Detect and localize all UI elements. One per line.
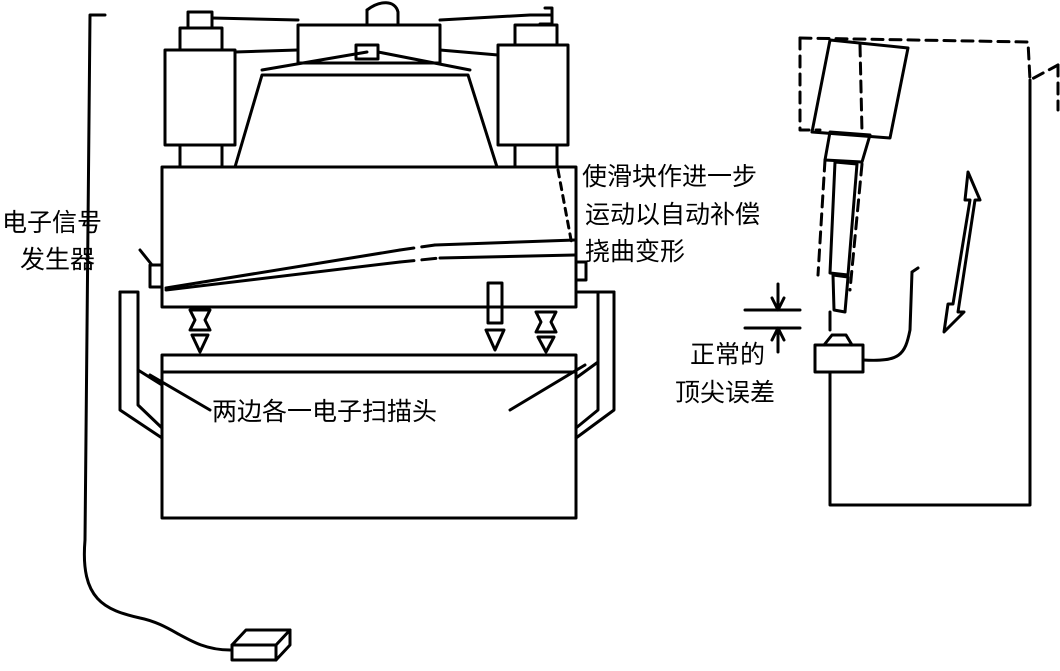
right-scanner-box [576,262,586,280]
scan-heads-leader-left [150,375,210,410]
upper-beam [162,167,576,307]
right-scan-line [576,362,598,378]
side-scanner-cable [863,268,918,360]
side-cylinder [812,40,908,138]
side-ram-tip [833,275,848,312]
beam-dashed-right [558,170,572,245]
left-cylinder [165,12,235,167]
double-arrow-icon [944,172,980,332]
pedal-cable [84,15,230,650]
side-die-groove [824,335,852,345]
left-scan-line [138,370,162,385]
left-tool [190,310,210,352]
label-compensation-line3: 挠曲变形 [585,237,686,266]
side-ram-rod [830,162,857,275]
press-brake-side-view [745,38,1058,505]
label-tip-error-line1: 正常的 [690,340,766,369]
signal-generator-leader [140,250,152,265]
hydraulic-lines [212,8,552,70]
side-die [815,345,863,372]
left-scanner-box [150,265,162,287]
label-scan-heads: 两边各一电子扫描头 [212,397,438,427]
label-signal-generator-line2: 发生器 [20,245,96,274]
label-signal-generator-line1: 电子信号 [2,208,103,237]
middle-tool [486,283,504,350]
lower-table [162,355,576,518]
scan-heads-leader-right [510,365,585,410]
side-dashed-outline [800,38,1058,290]
right-tool [536,312,556,352]
label-tip-error-line2: 顶尖误差 [675,378,776,407]
frame-top [235,75,497,167]
tool-holders [190,283,556,352]
side-frame [120,292,614,438]
label-compensation-line2: 运动以自动补偿 [585,200,761,229]
side-cylinder-base [825,132,870,162]
tip-error-indicator [745,284,800,352]
deflection-lines [166,240,575,290]
foot-pedal-icon [232,630,290,660]
label-compensation-line1: 使滑块作进一步 [582,162,758,191]
side-frame [830,80,1030,505]
valve-block [298,3,440,63]
press-brake-front-view [120,3,614,518]
right-cylinder [498,25,568,167]
